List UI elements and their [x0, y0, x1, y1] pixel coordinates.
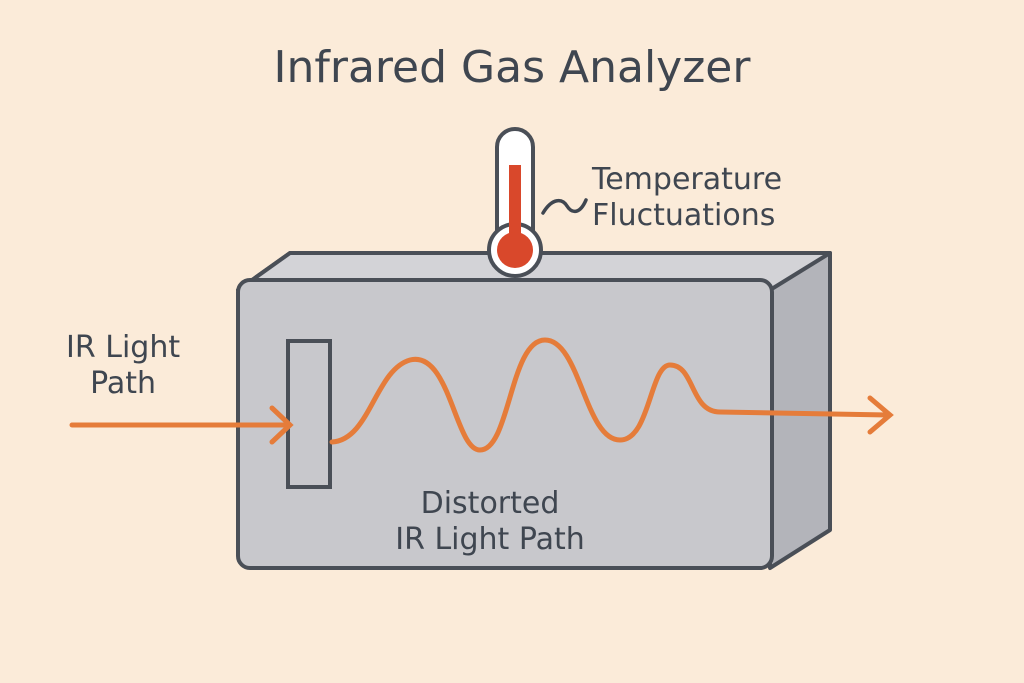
ir-path-line-1: IR Light: [66, 330, 181, 365]
diagram-title: Infrared Gas Analyzer: [273, 42, 751, 93]
thermometer-icon: [487, 127, 543, 278]
detector-window: [286, 339, 332, 489]
distorted-line-1: Distorted: [420, 486, 560, 521]
temperature-label: Temperature Fluctuations: [592, 162, 782, 234]
wave-tilde-icon: [541, 198, 588, 215]
distorted-label: Distorted IR Light Path: [360, 486, 620, 558]
temperature-line-2: Fluctuations: [592, 198, 776, 233]
ir-path-line-2: Path: [90, 366, 156, 401]
temperature-line-1: Temperature: [592, 162, 783, 197]
ir-path-label: IR Light Path: [66, 330, 180, 402]
ir-beam: [69, 337, 894, 453]
distorted-line-2: IR Light Path: [395, 522, 585, 557]
analyzer-box: [236, 251, 832, 570]
